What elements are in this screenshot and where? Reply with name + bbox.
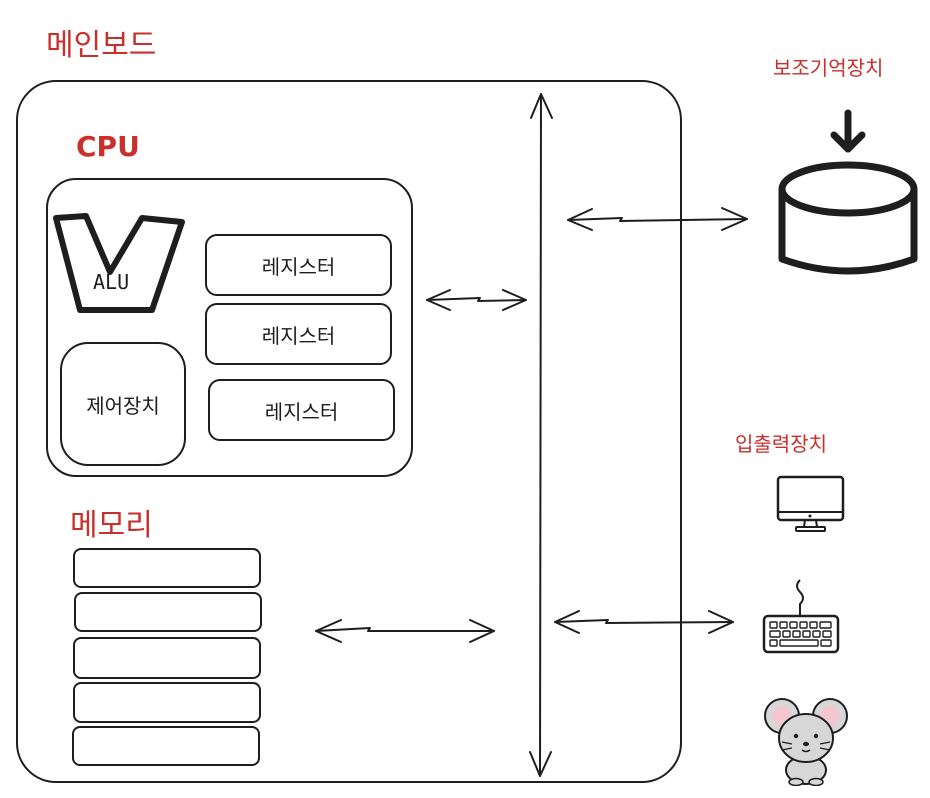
register-box-3: 레지스터 bbox=[208, 379, 395, 441]
register-label-2: 레지스터 bbox=[261, 323, 336, 348]
system-bus-arrow bbox=[529, 93, 553, 777]
memory-cell-4 bbox=[73, 682, 261, 723]
io-device-title: 입출력장치 bbox=[735, 432, 827, 456]
memory-title: 메모리 bbox=[70, 508, 153, 543]
memory-cell-2 bbox=[74, 592, 262, 632]
memory-cell-3 bbox=[73, 637, 261, 679]
register-box-2: 레지스터 bbox=[205, 303, 392, 365]
down-arrow-icon bbox=[830, 109, 866, 153]
register-label-1: 레지스터 bbox=[261, 254, 336, 279]
io-bus-arrow bbox=[554, 610, 734, 634]
monitor-icon bbox=[776, 475, 845, 532]
register-box-1: 레지스터 bbox=[205, 234, 392, 296]
storage-bus-arrow bbox=[567, 207, 748, 231]
memory-bus-arrow bbox=[315, 619, 495, 643]
secondary-storage-title: 보조기억장치 bbox=[773, 56, 884, 80]
alu-shape-icon bbox=[53, 213, 185, 313]
control-unit-box: 제어장치 bbox=[60, 342, 186, 466]
register-label-3: 레지스터 bbox=[264, 399, 339, 424]
control-unit-label: 제어장치 bbox=[86, 393, 160, 418]
memory-cell-1 bbox=[73, 548, 261, 588]
storage-cylinder-icon bbox=[778, 109, 918, 275]
cpu-bus-arrow bbox=[426, 289, 527, 311]
mainboard-title: 메인보드 bbox=[46, 28, 157, 63]
mouse-icon bbox=[764, 698, 848, 786]
keyboard-icon bbox=[762, 579, 840, 654]
memory-cell-5 bbox=[72, 726, 260, 766]
alu-label: ALU bbox=[93, 270, 130, 294]
mainboard-box bbox=[16, 80, 682, 783]
cpu-title: CPU bbox=[76, 130, 140, 163]
